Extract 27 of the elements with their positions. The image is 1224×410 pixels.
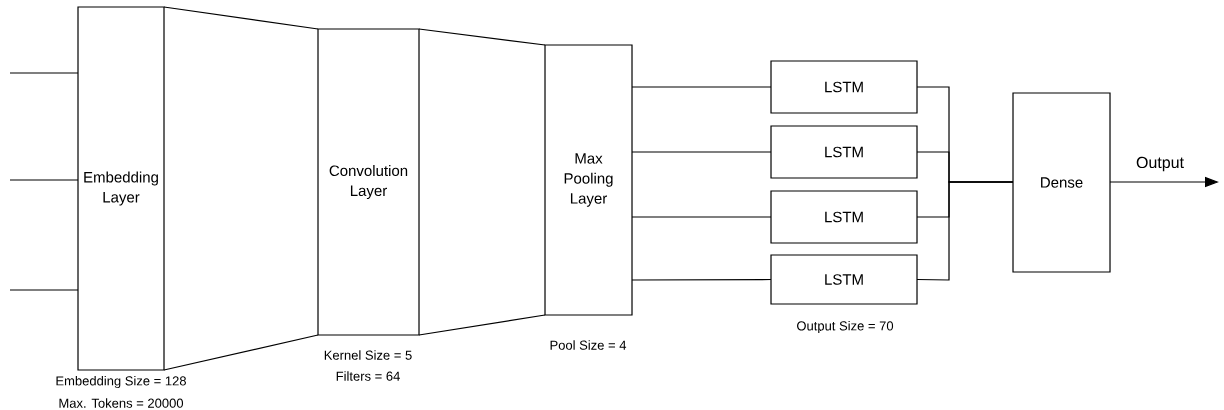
layer-box: LSTM — [770, 190, 918, 244]
caption-text: Max. Tokens = 20000 — [59, 398, 184, 408]
connector-line — [418, 28, 546, 46]
connector-line — [631, 216, 772, 218]
connector-line — [418, 314, 546, 336]
connector-line — [9, 72, 79, 74]
layer-box: Embedding Layer — [77, 6, 165, 371]
layer-box: LSTM — [770, 60, 918, 114]
layer-box: Dense — [1012, 92, 1111, 273]
connector-line — [631, 151, 772, 153]
connector-line — [163, 6, 319, 30]
connector-line — [631, 86, 772, 88]
connector-line — [631, 278, 772, 281]
layer-box: Max Pooling Layer — [544, 44, 633, 316]
connector-line — [9, 179, 79, 181]
layer-box: Convolution Layer — [317, 28, 420, 336]
connector-line — [9, 289, 79, 291]
caption-text: Filters = 64 — [336, 371, 400, 381]
connector-line — [916, 181, 1014, 281]
caption-text: Output Size = 70 — [797, 320, 894, 334]
connector-line — [163, 334, 319, 371]
layer-box: LSTM — [770, 254, 918, 305]
caption-text: Embedding Size = 128 — [56, 375, 186, 389]
caption-text: Kernel Size = 5 — [324, 350, 412, 360]
edge-label: Output — [1135, 155, 1186, 173]
caption-text: Pool Size = 4 — [550, 340, 627, 350]
layer-box: LSTM — [770, 125, 918, 179]
